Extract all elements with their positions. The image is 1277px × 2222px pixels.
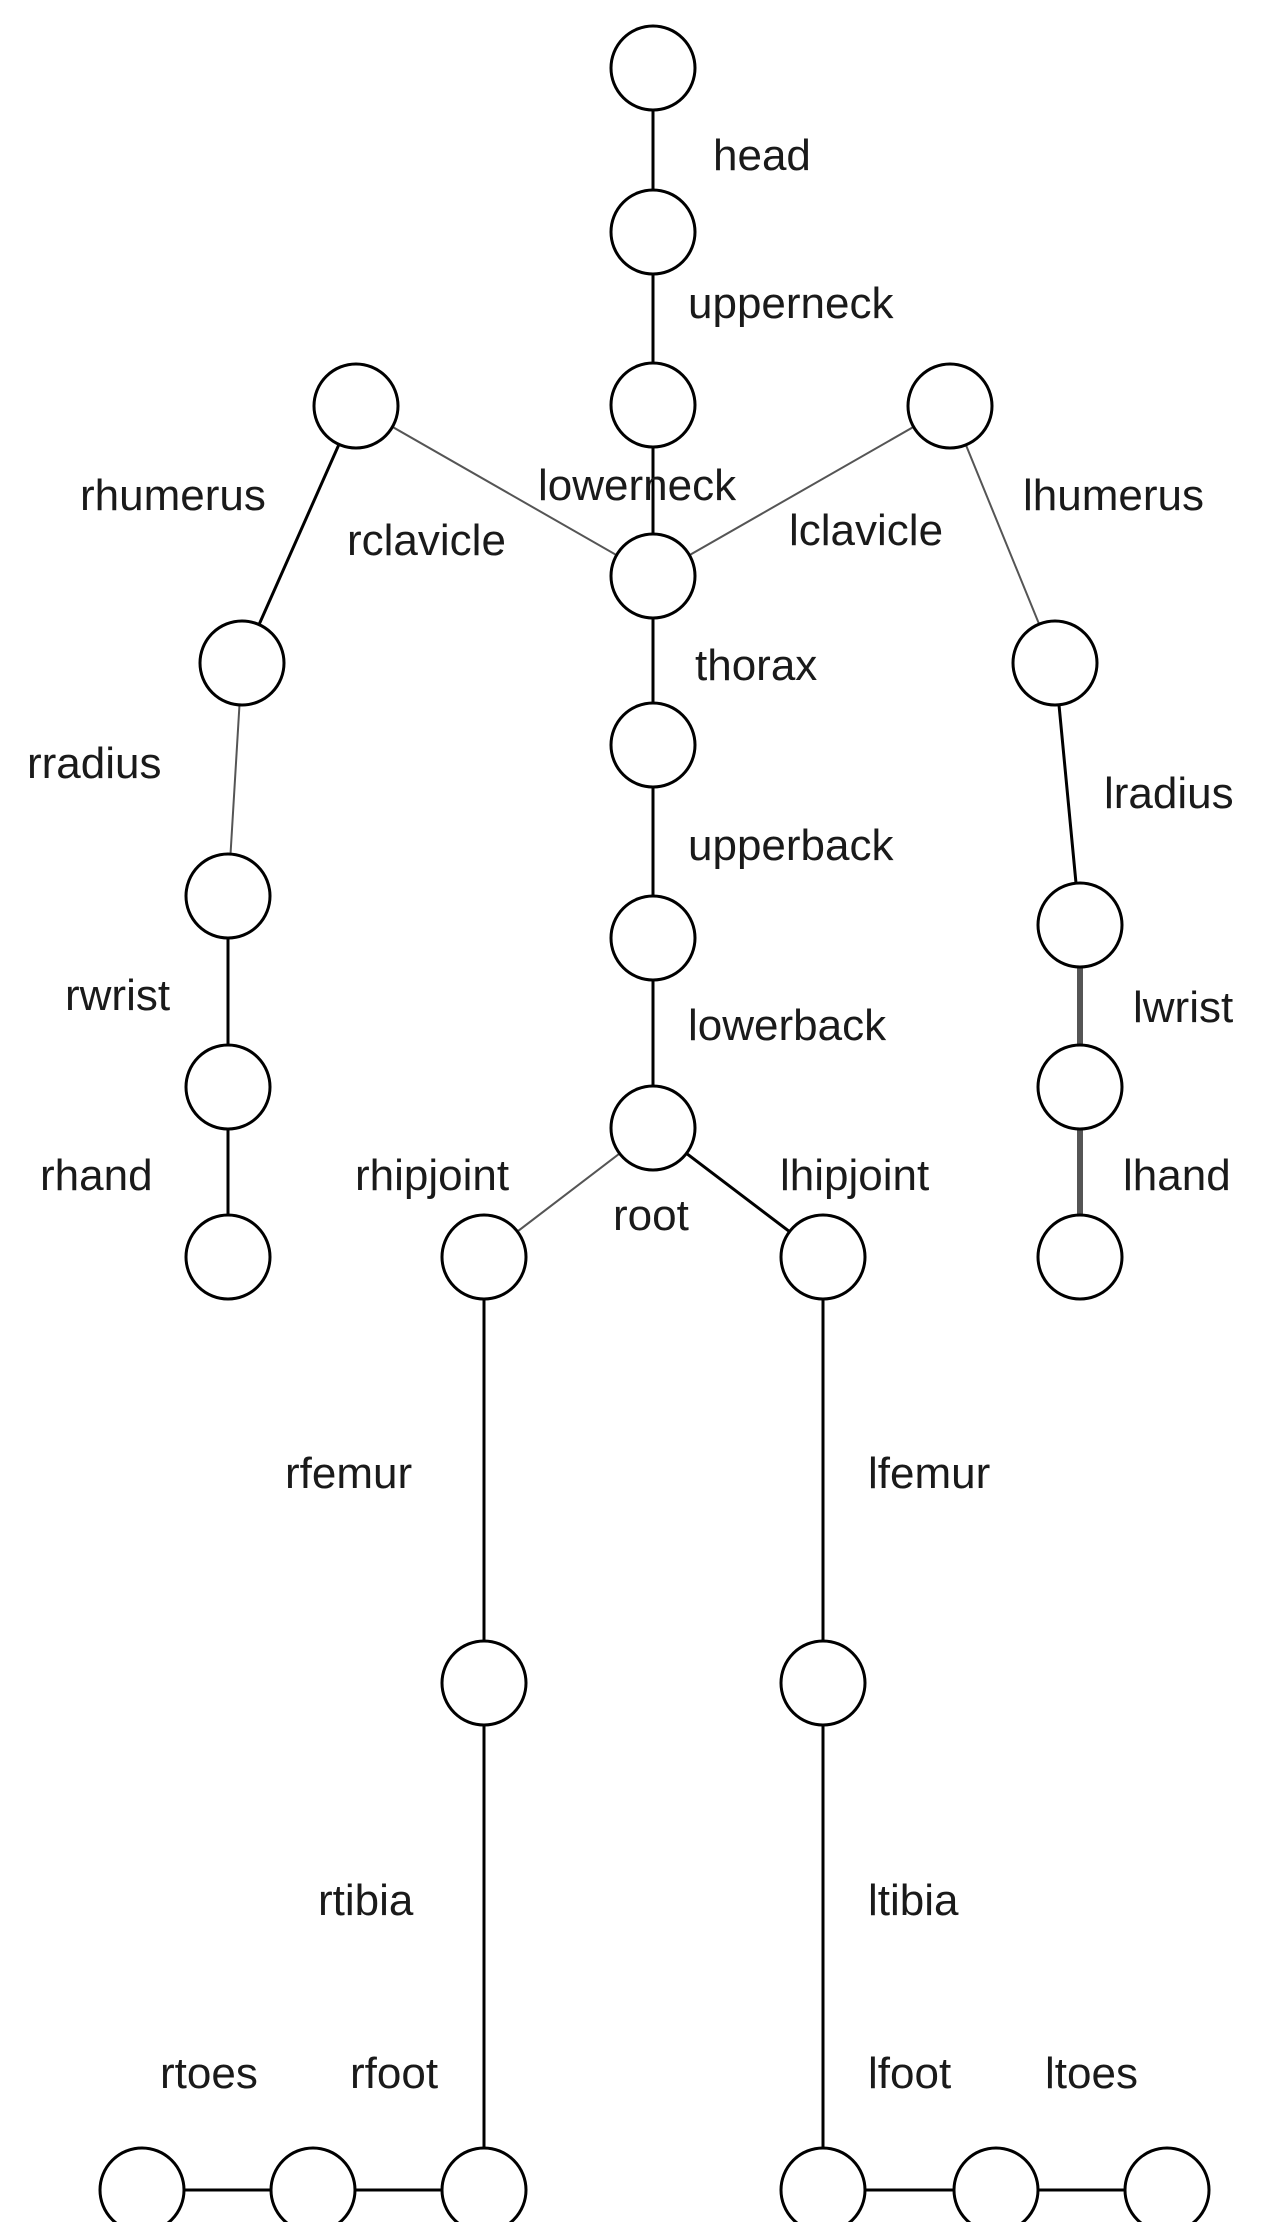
connector-lhumerus <box>949 405 1056 664</box>
label-lradius: lradius <box>1104 769 1234 818</box>
label-rclavicle: rclavicle <box>347 516 506 565</box>
label-thorax: thorax <box>695 641 817 690</box>
joint-rshoulder <box>312 362 400 450</box>
label-lwrist: lwrist <box>1133 983 1233 1032</box>
label-ltoes: ltoes <box>1045 2049 1138 2098</box>
joint-relbow <box>198 619 286 707</box>
joint-lowerback <box>609 894 697 982</box>
connector-rhumerus <box>240 404 358 665</box>
joint-top <box>609 24 697 112</box>
joint-ltoe-tip <box>1123 2146 1211 2222</box>
joint-lankle <box>779 2146 867 2222</box>
joint-neck-lower <box>609 361 697 449</box>
label-ltibia: ltibia <box>868 1876 959 1925</box>
label-rhumerus: rhumerus <box>80 471 266 520</box>
joint-lknee <box>779 1639 867 1727</box>
joint-upperback <box>609 701 697 789</box>
joint-rhip <box>440 1213 528 1301</box>
label-rtibia: rtibia <box>318 1876 414 1925</box>
joint-lshoulder <box>906 362 994 450</box>
joint-lelbow <box>1011 619 1099 707</box>
label-rfemur: rfemur <box>285 1449 412 1498</box>
joint-rknee <box>440 1639 528 1727</box>
joint-thorax <box>609 532 697 620</box>
label-lclavicle: lclavicle <box>789 506 943 555</box>
connector-lclavicle <box>652 405 951 577</box>
label-rhand: rhand <box>40 1151 153 1200</box>
label-head: head <box>713 131 811 180</box>
joint-rankle <box>440 2146 528 2222</box>
joints <box>98 24 1211 2222</box>
joint-neck-upper <box>609 188 697 276</box>
label-rtoes: rtoes <box>160 2049 258 2098</box>
joint-rhand <box>184 1043 272 1131</box>
label-upperneck: upperneck <box>688 279 894 328</box>
bone-labels: head upperneck lowerneck thorax upperbac… <box>27 131 1234 2098</box>
joint-rfingers <box>184 1213 272 1301</box>
label-lhand: lhand <box>1123 1151 1231 1200</box>
label-root: root <box>613 1191 689 1240</box>
joint-rwrist <box>184 852 272 940</box>
label-rradius: rradius <box>27 739 162 788</box>
label-lowerback: lowerback <box>688 1001 887 1050</box>
label-lfemur: lfemur <box>868 1449 990 1498</box>
label-lhipjoint: lhipjoint <box>780 1151 929 1200</box>
joint-lball <box>952 2146 1040 2222</box>
joint-root <box>609 1084 697 1172</box>
joint-lfingers <box>1036 1213 1124 1301</box>
label-upperback: upperback <box>688 821 894 870</box>
connector-rclavicle <box>355 405 654 577</box>
joint-rball <box>269 2146 357 2222</box>
joint-lhand <box>1036 1043 1124 1131</box>
label-lowerneck: lowerneck <box>538 461 737 510</box>
label-lhumerus: lhumerus <box>1023 471 1204 520</box>
connector-lradius <box>1053 661 1082 927</box>
joint-rtoe-tip <box>98 2146 186 2222</box>
label-rfoot: rfoot <box>350 2049 438 2098</box>
joint-lhip <box>779 1213 867 1301</box>
label-lfoot: lfoot <box>868 2049 951 2098</box>
joint-lwrist <box>1036 881 1124 969</box>
label-rhipjoint: rhipjoint <box>355 1151 509 1200</box>
label-rwrist: rwrist <box>65 971 170 1020</box>
